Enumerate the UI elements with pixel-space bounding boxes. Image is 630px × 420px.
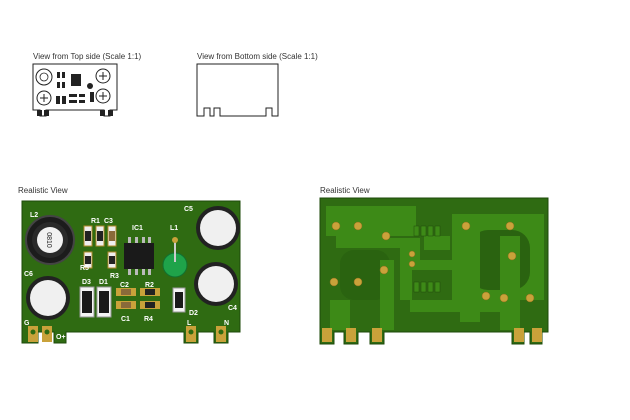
capacitor-c6	[26, 276, 70, 320]
ref-c5: C5	[184, 206, 193, 213]
ref-o-plus: O+	[56, 334, 66, 341]
capacitor-c4	[194, 262, 238, 306]
ic-outline	[71, 74, 81, 86]
bottom-view-title: View from Bottom side (Scale 1:1)	[197, 52, 318, 61]
bottom-view-outline	[196, 63, 279, 117]
capacitor-c5	[196, 206, 240, 250]
top-view-title: View from Top side (Scale 1:1)	[33, 52, 142, 61]
ref-d1: D1	[99, 279, 108, 286]
ref-c3: C3	[104, 218, 113, 225]
ref-d2: D2	[189, 310, 198, 317]
ic1-chip	[124, 237, 154, 275]
ref-l2: L2	[30, 212, 38, 219]
ref-g: G	[24, 320, 30, 327]
ref-r5: R5	[80, 265, 89, 272]
ref-d3: D3	[82, 279, 91, 286]
ref-r2: R2	[145, 282, 154, 289]
ref-ic1: IC1	[132, 225, 143, 232]
ref-c6: C6	[24, 271, 33, 278]
ref-r1: R1	[91, 218, 100, 225]
realistic-bottom-board	[319, 197, 549, 345]
top-view-outline	[32, 63, 118, 117]
inductor-l2	[25, 215, 75, 265]
ref-c2: C2	[120, 282, 129, 289]
ref-c1: C1	[121, 316, 130, 323]
ref-l: L	[187, 320, 192, 327]
realistic-top-title: Realistic View	[18, 186, 68, 195]
ref-r4: R4	[144, 316, 153, 323]
inductor-marking: 0810	[45, 232, 52, 248]
ref-r3: R3	[110, 273, 119, 280]
ref-l1: L1	[170, 225, 178, 232]
realistic-top-board: L2 0810 R1 C3 IC1 C5 L1 R5 R3 C6 C2 R2 D…	[21, 200, 241, 344]
ref-n: N	[224, 320, 229, 327]
inductor-outline	[35, 68, 53, 86]
realistic-bottom-title: Realistic View	[320, 186, 370, 195]
ref-c4: C4	[228, 305, 237, 312]
